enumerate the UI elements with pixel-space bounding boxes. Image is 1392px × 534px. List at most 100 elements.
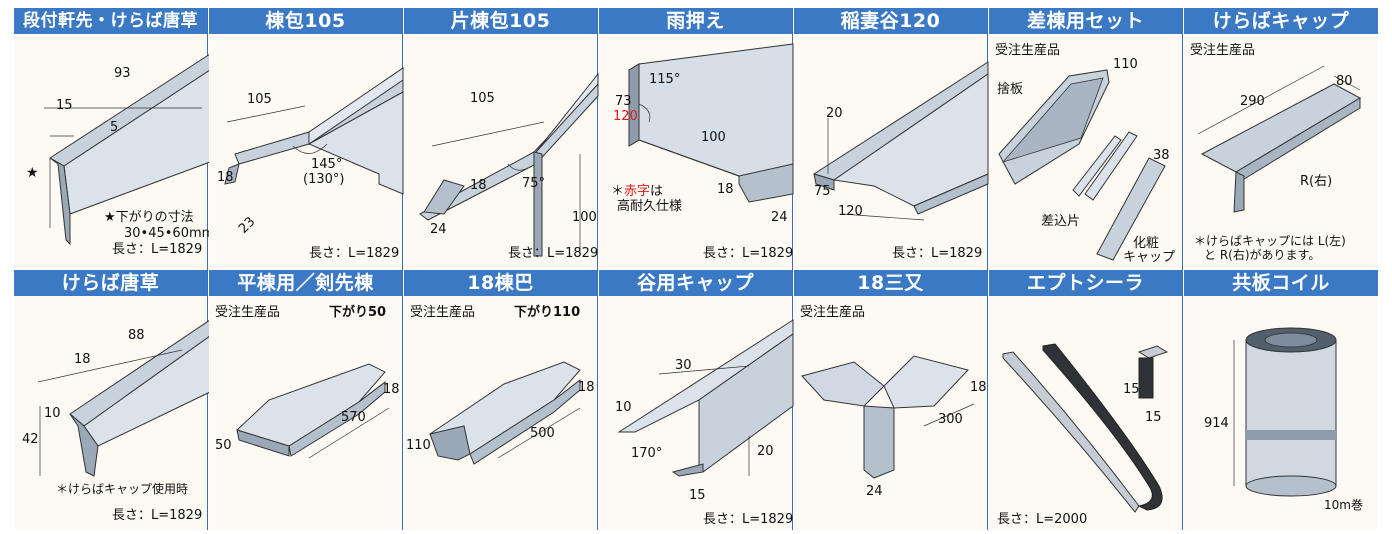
dim-c: 5 [110,120,119,135]
note-line-1: ★下がりの寸法 [104,210,194,225]
dim-b: 110 [406,438,431,453]
dim-d: 24 [430,222,447,237]
product-title: 片棟包105 [404,8,597,34]
drop-label: 下がり50 [329,305,387,320]
dim-c: 570 [341,410,366,425]
product-cell-keraba-karakusa: けらば唐草 88 18 10 42 ＊けらばキャップ使用時 長さ：L=1829 [14,270,211,530]
dim-c: 120 [838,204,863,219]
dim-a: 18 [970,380,987,395]
label-cap: キャップ [1123,250,1176,265]
product-cell-dantsuki-nokisaki: 段付軒先・けらば唐草 93 15 5 ★ ★下がりの寸法 30•45•60mm … [14,8,214,270]
product-title: 稲妻谷120 [794,8,987,34]
note-line-2: 30•45•60mm [124,226,215,241]
length-label: 長さ：L=2000 [997,512,1088,527]
note-line-2: 高耐久仕様 [617,199,683,214]
product-cell-18-munatomoe: 18棟巴 受注生産品 下がり110 18 110 500 [404,270,598,530]
dim-e: 24 [771,210,788,225]
product-title: 平棟用／剣先棟 [209,270,402,296]
dim-b: 300 [938,412,963,427]
note-label: ＊けらばキャップ使用時 [56,482,189,496]
dim-d: 42 [22,432,39,447]
length-label: 長さ：L=1829 [703,246,794,261]
dim-b: 10 [615,400,632,415]
dim-d: 18 [217,170,234,185]
roll-label: 10m巻 [1324,498,1363,512]
dim-b: 115° [649,72,681,87]
product-cell-tomoita-coil: 共板コイル 914 10m巻 [1184,270,1378,530]
product-cell-epto-sealer: エプトシーラ 15 15 長さ：L=2000 [989,270,1183,530]
product-title: 18棟巴 [404,270,597,296]
keraba-karakusa-figure [37,319,211,477]
keraba-cap-figure [1197,65,1362,213]
note-line-1: ＊赤字は [611,184,663,199]
dim-c: 100 [701,130,726,145]
amaosae-figure [628,43,794,203]
product-grid: 段付軒先・けらば唐草 93 15 5 ★ ★下がりの寸法 30•45•60mm … [14,8,1378,530]
dantsuki-nokisaki-figure [44,53,211,246]
inazumatani-120-figure [812,61,989,221]
taniyou-cap-figure [617,319,794,477]
dim-b: 18 [470,178,487,193]
dim-e: 100 [572,210,597,225]
length-label: 長さ：L=1829 [112,242,203,257]
dim-a: 110 [1113,57,1138,72]
dim-b: 145° [311,157,343,172]
note-prefix: ＊ [611,184,625,199]
length-label: 長さ：L=1829 [892,246,983,261]
18-mitsumata-figure [801,355,975,479]
dim-b: 80 [1336,74,1353,89]
product-cell-hiramuna-kensaki: 平棟用／剣先棟 受注生産品 下がり50 18 50 570 [209,270,403,530]
dim-c: (130°) [303,172,345,187]
note-suffix: は [650,184,664,199]
tomoita-coil-figure [1233,327,1337,497]
product-cell-keraba-cap: けらばキャップ 受注生産品 290 80 R(右) ＊けらばキャップには L(左… [1184,8,1378,270]
order-label: 受注生産品 [215,305,281,320]
dim-a: 18 [578,380,595,395]
dim-a: 93 [114,66,131,81]
dim-c: 10 [44,406,61,421]
length-label: 長さ：L=1829 [309,246,400,261]
dim-a: 88 [128,328,145,343]
dim-a: 73 [615,94,632,109]
dim-a: 105 [247,92,272,107]
product-title: 段付軒先・けらば唐草 [14,8,207,34]
star-mark: ★ [26,165,39,181]
label-sute-ita: 捨板 [997,82,1024,97]
note-line-2: と R(右)があります。 [1204,248,1321,262]
product-cell-inazumatani-120: 稲妻谷120 20 75 120 長さ：L=1829 [794,8,989,270]
drop-label: 下がり110 [514,305,581,320]
product-title: けらば唐草 [14,270,207,296]
length-label: 長さ：L=1829 [112,508,203,523]
dim-c: 75° [522,176,546,191]
sashimuna-set-figure [998,69,1166,261]
label-sashikomi: 差込片 [1041,214,1081,229]
length-label: 長さ：L=1829 [703,512,794,527]
product-title: 共板コイル [1184,270,1378,296]
dim-b: 18 [74,352,91,367]
dim-a: 20 [826,106,843,121]
katamunazutsumi-105-figure [419,72,599,257]
product-cell-18-mitsumata: 18三又 受注生産品 18 300 24 [794,270,988,530]
dim-d: 20 [757,444,774,459]
label-kesho: 化粧 [1133,236,1160,251]
product-title: 棟包105 [209,8,402,34]
product-title: エプトシーラ [989,270,1182,296]
order-label: 受注生産品 [1190,43,1256,58]
dim-e: 15 [689,488,706,503]
dim-b: 15 [1145,410,1162,425]
dim-c: 24 [866,484,883,499]
product-cell-munazutsumi-105: 棟包105 105 145° (130°) 18 23 長さ：L=1829 [209,8,404,270]
dim-a: 18 [383,382,400,397]
dim-a: 30 [675,358,692,373]
product-cell-katamunazutsumi-105: 片棟包105 105 18 75° 24 100 長さ：L=1829 [404,8,599,270]
dim-b: 50 [215,438,232,453]
product-title: 雨押え [599,8,792,34]
product-cell-sashimuna-set: 差棟用セット 受注生産品 110 捨板 38 差込片 化粧 キャップ [989,8,1183,270]
dim-a: 290 [1240,94,1265,109]
note-line-1: ＊けらばキャップには L(左) [1194,234,1346,248]
18-munatomoe-figure [429,361,581,465]
dim-a-red: 120 [613,109,638,124]
order-label: 受注生産品 [995,43,1061,58]
product-cell-taniyou-cap: 谷用キャップ 30 10 170° 20 15 長さ：L=1829 [599,270,794,530]
dim-a: 914 [1204,416,1229,431]
